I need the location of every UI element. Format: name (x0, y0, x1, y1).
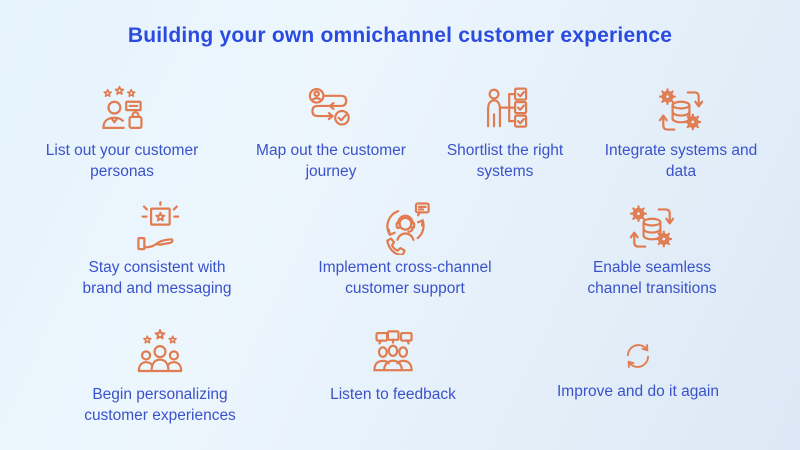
page-title: Building your own omnichannel customer e… (127, 24, 673, 47)
step-item-feedback: Listen to feedback (293, 328, 493, 406)
customer-personas-icon (102, 85, 143, 129)
step-label: Enable seamless channel transitions (587, 259, 717, 297)
step-item-personalize: Begin personalizing customer experiences (40, 328, 280, 427)
step-label: Implement cross-channel customer support (318, 259, 492, 297)
step-label: Stay consistent with brand and messaging (82, 259, 232, 297)
repeat-icon (627, 344, 649, 368)
step-item-shortlist: Shortlist the right systems (405, 84, 605, 183)
feedback-icon (373, 330, 413, 372)
cross-channel-support-icon (386, 202, 430, 255)
step-item-transitions: Enable seamless channel transitions (537, 201, 767, 300)
step-item-personas: List out your customer personas (12, 84, 232, 183)
step-item-integrate: Integrate systems and data (576, 84, 786, 183)
step-item-support: Implement cross-channel customer support (285, 201, 525, 300)
step-item-improve: Improve and do it again (523, 328, 753, 403)
step-label: Map out the customer journey (256, 142, 406, 180)
step-label: Begin personalizing customer experiences (84, 386, 236, 424)
step-label: Shortlist the right systems (446, 142, 564, 180)
personalization-icon (137, 329, 183, 373)
integrate-systems-icon (654, 84, 708, 138)
customer-journey-icon (308, 87, 350, 126)
step-label: Improve and do it again (557, 383, 719, 400)
step-item-brand: Stay consistent with brand and messaging (32, 201, 282, 300)
shortlist-systems-icon (487, 87, 528, 128)
step-label: List out your customer personas (45, 142, 199, 180)
channel-transitions-icon (625, 201, 679, 255)
step-label: Listen to feedback (330, 386, 456, 403)
step-label: Integrate systems and data (604, 142, 758, 180)
step-item-journey: Map out the customer journey (221, 84, 441, 183)
brand-consistency-icon (137, 201, 180, 251)
